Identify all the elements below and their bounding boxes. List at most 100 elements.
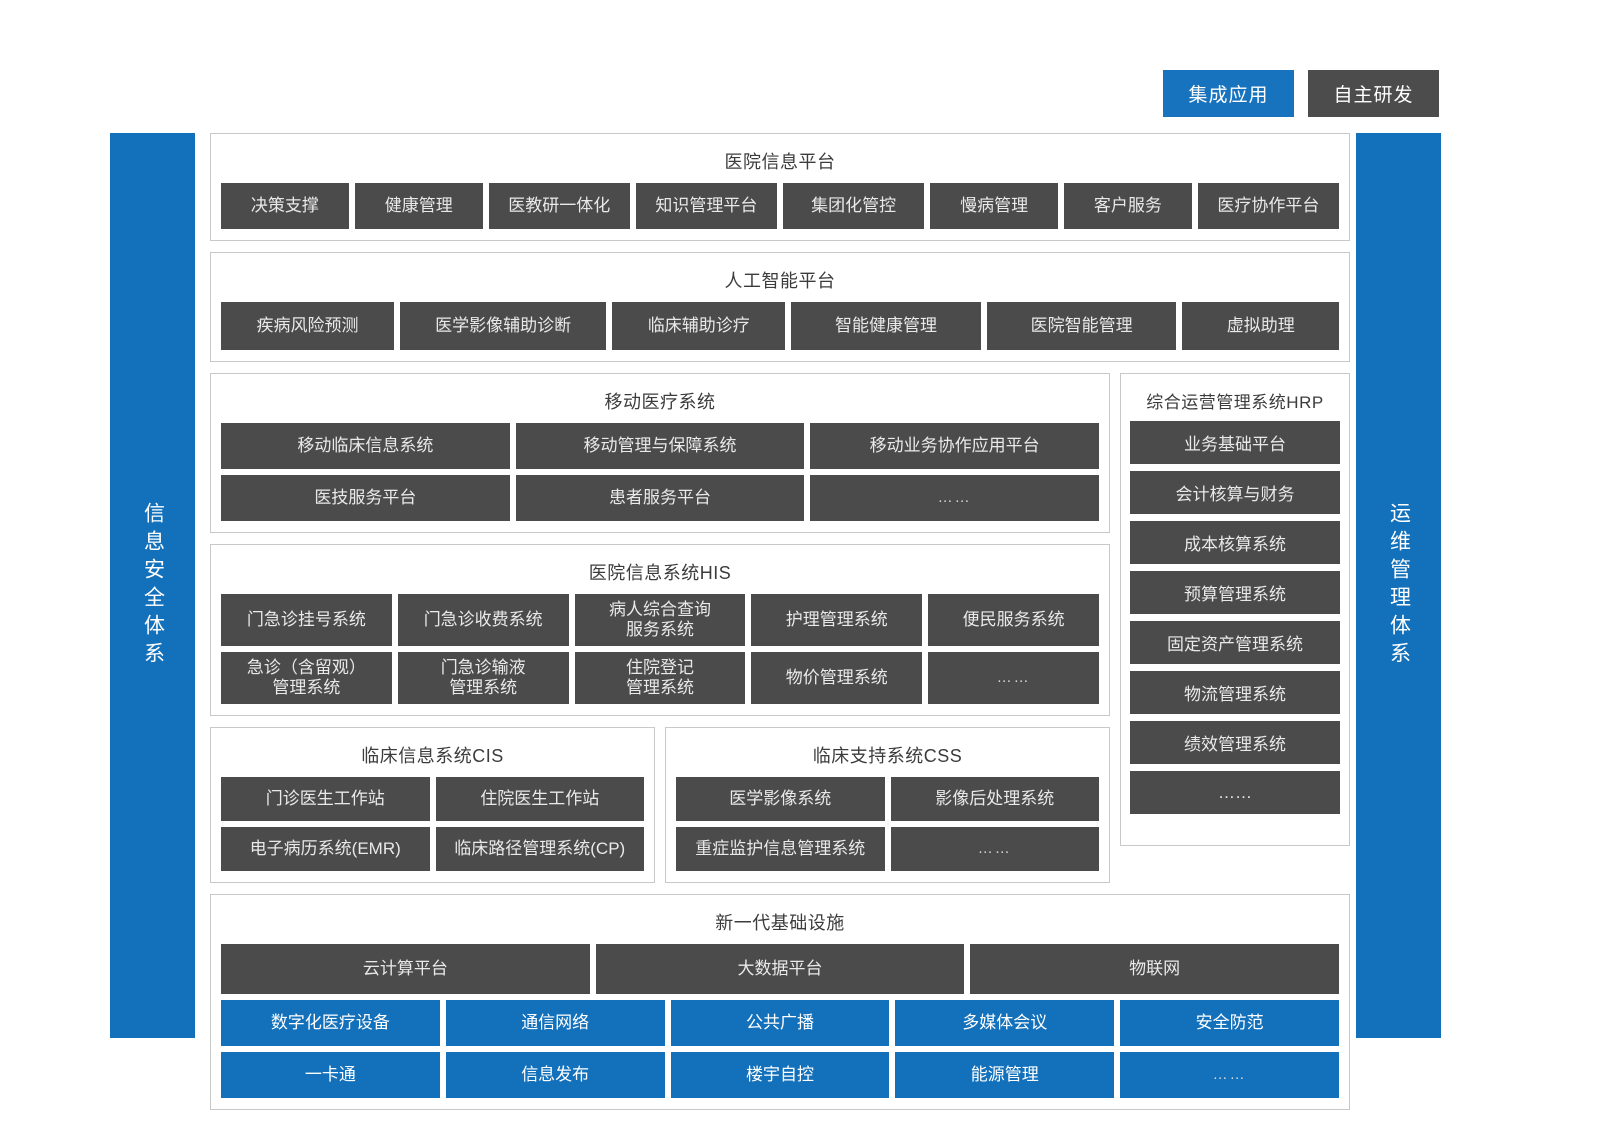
- box-security-protection[interactable]: 安全防范: [1120, 1000, 1339, 1046]
- sidebar-left-label: 信息安全体系: [141, 501, 165, 670]
- legend-item-integrated[interactable]: 集成应用: [1163, 70, 1294, 117]
- box-iot[interactable]: 物联网: [970, 944, 1340, 994]
- box-medical-collaboration[interactable]: 医疗协作平台: [1197, 183, 1339, 229]
- box-css-more[interactable]: ……: [890, 827, 1099, 871]
- box-customer-service[interactable]: 客户服务: [1064, 183, 1192, 229]
- sidebar-right-label: 运维管理体系: [1387, 501, 1411, 670]
- sidebar-operations-management: 运维管理体系: [1356, 133, 1441, 1038]
- legend-item-self-developed[interactable]: 自主研发: [1308, 70, 1439, 117]
- box-price-management[interactable]: 物价管理系统: [751, 652, 923, 704]
- panel-infrastructure: 新一代基础设施 云计算平台 大数据平台 物联网 数字化医疗设备 通信网络 公共广…: [210, 894, 1350, 1110]
- box-big-data-platform[interactable]: 大数据平台: [595, 944, 965, 994]
- panel-hrp: 综合运营管理系统HRP 业务基础平台 会计核算与财务 成本核算系统 预算管理系统…: [1120, 373, 1350, 846]
- middle-left-column: 移动医疗系统 移动临床信息系统 移动管理与保障系统 移动业务协作应用平台 医技服…: [210, 373, 1110, 883]
- box-fixed-asset-management[interactable]: 固定资产管理系统: [1130, 621, 1340, 664]
- panel-his: 医院信息系统HIS 门急诊挂号系统 门急诊收费系统 病人综合查询 服务系统 护理…: [210, 544, 1110, 716]
- panel-ai-platform: 人工智能平台 疾病风险预测 医学影像辅助诊断 临床辅助诊疗 智能健康管理 医院智…: [210, 252, 1350, 362]
- box-icu-info-management[interactable]: 重症监护信息管理系统: [676, 827, 885, 871]
- row-cis-2: 电子病历系统(EMR) 临床路径管理系统(CP): [221, 827, 644, 871]
- box-mobile-more[interactable]: ……: [810, 475, 1100, 521]
- row-ai-platform: 疾病风险预测 医学影像辅助诊断 临床辅助诊疗 智能健康管理 医院智能管理 虚拟助…: [221, 302, 1340, 350]
- box-medtech-service-platform[interactable]: 医技服务平台: [221, 475, 510, 521]
- box-accounting-finance[interactable]: 会计核算与财务: [1130, 471, 1340, 514]
- box-hrp-more[interactable]: ……: [1130, 771, 1340, 814]
- panel-title-ai-platform: 人工智能平台: [724, 271, 836, 291]
- sidebar-information-security: 信息安全体系: [110, 133, 195, 1038]
- panel-cis: 临床信息系统CIS 门诊医生工作站 住院医生工作站 电子病历系统(EMR) 临床…: [210, 727, 655, 883]
- box-emergency-observation[interactable]: 急诊（含留观） 管理系统: [221, 652, 392, 704]
- box-med-edu-research[interactable]: 医教研一体化: [488, 183, 630, 229]
- row-infrastructure-blue-2: 一卡通 信息发布 楼宇自控 能源管理 ……: [221, 1052, 1339, 1098]
- box-business-base-platform[interactable]: 业务基础平台: [1130, 421, 1340, 464]
- box-knowledge-platform[interactable]: 知识管理平台: [635, 183, 777, 229]
- row-his-1: 门急诊挂号系统 门急诊收费系统 病人综合查询 服务系统 护理管理系统 便民服务系…: [221, 594, 1099, 646]
- box-performance-management[interactable]: 绩效管理系统: [1130, 721, 1340, 764]
- box-smart-hospital-management[interactable]: 医院智能管理: [986, 302, 1177, 350]
- box-inpatient-registration[interactable]: 住院登记 管理系统: [574, 652, 746, 704]
- box-convenience-service[interactable]: 便民服务系统: [928, 594, 1099, 646]
- box-his-more[interactable]: ……: [928, 652, 1099, 704]
- middle-zone: 移动医疗系统 移动临床信息系统 移动管理与保障系统 移动业务协作应用平台 医技服…: [210, 373, 1350, 883]
- panel-title-hospital-info-platform: 医院信息平台: [724, 152, 836, 172]
- panel-title-infrastructure: 新一代基础设施: [715, 913, 845, 933]
- box-infrastructure-more[interactable]: ……: [1120, 1052, 1339, 1098]
- box-clinical-pathway-system[interactable]: 临床路径管理系统(CP): [435, 827, 644, 871]
- panel-title-his: 医院信息系统HIS: [588, 563, 732, 583]
- box-smart-health-management[interactable]: 智能健康管理: [791, 302, 981, 350]
- legend-label-self-developed: 自主研发: [1333, 85, 1414, 106]
- box-group-control[interactable]: 集团化管控: [783, 183, 925, 229]
- box-mobile-collab-platform[interactable]: 移动业务协作应用平台: [810, 423, 1100, 469]
- box-chronic-disease[interactable]: 慢病管理: [930, 183, 1058, 229]
- box-energy-management[interactable]: 能源管理: [895, 1052, 1115, 1098]
- box-digital-medical-equipment[interactable]: 数字化医疗设备: [221, 1000, 440, 1046]
- box-health-management[interactable]: 健康管理: [354, 183, 483, 229]
- box-one-card-system[interactable]: 一卡通: [221, 1052, 440, 1098]
- box-decision-support[interactable]: 决策支撑: [221, 183, 349, 229]
- panel-title-mobile-medical: 移动医疗系统: [604, 392, 716, 412]
- box-cost-accounting[interactable]: 成本核算系统: [1130, 521, 1340, 564]
- panel-title-hrp: 综合运营管理系统HRP: [1146, 393, 1324, 412]
- box-outpatient-billing[interactable]: 门急诊收费系统: [397, 594, 569, 646]
- box-information-release[interactable]: 信息发布: [445, 1052, 665, 1098]
- box-mobile-mgmt-support[interactable]: 移动管理与保障系统: [515, 423, 805, 469]
- panel-css: 临床支持系统CSS 医学影像系统 影像后处理系统 重症监护信息管理系统 ……: [665, 727, 1110, 883]
- box-outpatient-doctor-workstation[interactable]: 门诊医生工作站: [221, 777, 430, 821]
- box-public-broadcast[interactable]: 公共广播: [670, 1000, 890, 1046]
- row-hospital-info-platform: 决策支撑 健康管理 医教研一体化 知识管理平台 集团化管控 慢病管理 客户服务 …: [221, 183, 1339, 229]
- box-outpatient-registration[interactable]: 门急诊挂号系统: [221, 594, 392, 646]
- box-building-automation[interactable]: 楼宇自控: [670, 1052, 890, 1098]
- box-inpatient-doctor-workstation[interactable]: 住院医生工作站: [435, 777, 644, 821]
- box-virtual-assistant[interactable]: 虚拟助理: [1182, 302, 1340, 350]
- box-medical-imaging-system[interactable]: 医学影像系统: [676, 777, 885, 821]
- box-nursing-management[interactable]: 护理管理系统: [751, 594, 923, 646]
- box-infusion-management[interactable]: 门急诊输液 管理系统: [397, 652, 569, 704]
- box-patient-service-platform[interactable]: 患者服务平台: [515, 475, 805, 521]
- clinical-systems-split: 临床信息系统CIS 门诊医生工作站 住院医生工作站 电子病历系统(EMR) 临床…: [210, 727, 1110, 883]
- box-disease-risk-prediction[interactable]: 疾病风险预测: [221, 302, 395, 350]
- legend: 集成应用 自主研发: [1163, 70, 1439, 117]
- box-image-postprocessing[interactable]: 影像后处理系统: [890, 777, 1099, 821]
- box-cloud-computing-platform[interactable]: 云计算平台: [221, 944, 590, 994]
- box-patient-query-service[interactable]: 病人综合查询 服务系统: [574, 594, 746, 646]
- middle-right-column: 综合运营管理系统HRP 业务基础平台 会计核算与财务 成本核算系统 预算管理系统…: [1120, 373, 1350, 846]
- panel-title-css: 临床支持系统CSS: [812, 746, 963, 766]
- panel-mobile-medical: 移动医疗系统 移动临床信息系统 移动管理与保障系统 移动业务协作应用平台 医技服…: [210, 373, 1110, 533]
- row-mobile-medical-2: 医技服务平台 患者服务平台 ……: [221, 475, 1100, 521]
- box-clinical-assist-diagnosis[interactable]: 临床辅助诊疗: [612, 302, 786, 350]
- box-mobile-clinical-info[interactable]: 移动临床信息系统: [221, 423, 510, 469]
- row-infrastructure-blue-1: 数字化医疗设备 通信网络 公共广播 多媒体会议 安全防范: [221, 1000, 1339, 1046]
- row-css-1: 医学影像系统 影像后处理系统: [676, 777, 1099, 821]
- row-his-2: 急诊（含留观） 管理系统 门急诊输液 管理系统 住院登记 管理系统 物价管理系统…: [221, 652, 1099, 704]
- legend-label-integrated: 集成应用: [1188, 85, 1269, 106]
- box-emr-system[interactable]: 电子病历系统(EMR): [221, 827, 430, 871]
- box-communication-network[interactable]: 通信网络: [445, 1000, 665, 1046]
- layer-stack: 医院信息平台 决策支撑 健康管理 医教研一体化 知识管理平台 集团化管控 慢病管…: [210, 133, 1350, 1121]
- panel-hospital-info-platform: 医院信息平台 决策支撑 健康管理 医教研一体化 知识管理平台 集团化管控 慢病管…: [210, 133, 1350, 241]
- box-medical-imaging-diagnosis[interactable]: 医学影像辅助诊断: [400, 302, 607, 350]
- row-mobile-medical-1: 移动临床信息系统 移动管理与保障系统 移动业务协作应用平台: [221, 423, 1100, 469]
- box-logistics-management[interactable]: 物流管理系统: [1130, 671, 1340, 714]
- row-css-2: 重症监护信息管理系统 ……: [676, 827, 1099, 871]
- box-budget-management[interactable]: 预算管理系统: [1130, 571, 1340, 614]
- box-multimedia-conference[interactable]: 多媒体会议: [895, 1000, 1115, 1046]
